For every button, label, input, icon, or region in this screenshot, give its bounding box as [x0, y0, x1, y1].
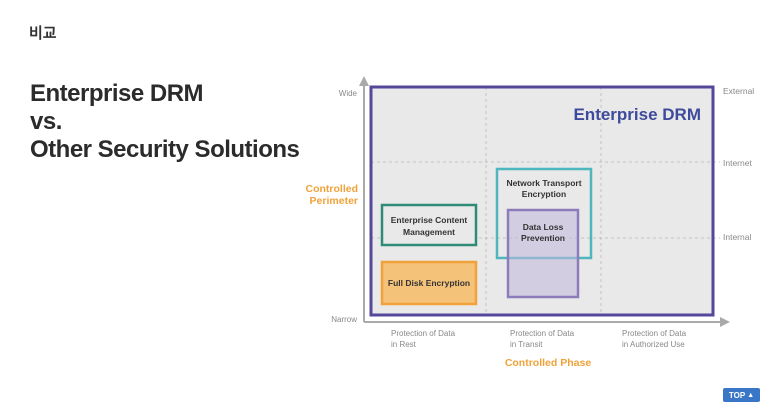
y-axis-arrow: [359, 76, 369, 86]
data-loss-prevention-label-2: Prevention: [521, 233, 565, 243]
content-management-label-1: Enterprise Content: [391, 215, 468, 225]
network-transport-label-2: Encryption: [522, 189, 566, 199]
full-disk-encryption-label: Full Disk Encryption: [388, 278, 470, 288]
y-axis-bottom-label: Narrow: [331, 315, 357, 324]
data-loss-prevention-label-1: Data Loss: [523, 222, 564, 232]
top-button-label: TOP: [728, 390, 746, 400]
title-line-3: Other Security Solutions: [30, 136, 300, 163]
right-label-internet: Internet: [723, 158, 752, 168]
y-axis-title-1: Controlled: [306, 183, 359, 195]
x-tick-rest-1: Protection of Data: [391, 329, 456, 338]
page-title: Enterprise DRM vs. Other Security Soluti…: [30, 80, 320, 164]
y-axis-top-label: Wide: [339, 89, 358, 98]
x-tick-transit-2: in Transit: [510, 340, 543, 349]
section-label: 비교: [29, 24, 57, 42]
enterprise-drm-title: Enterprise DRM: [573, 105, 701, 124]
x-tick-rest-2: in Rest: [391, 340, 417, 349]
axes: [359, 76, 730, 327]
full-disk-encryption-box: [380, 260, 478, 306]
title-line-2: vs.: [30, 108, 62, 135]
network-transport-label-1: Network Transport: [506, 178, 581, 188]
x-tick-transit-1: Protection of Data: [510, 329, 575, 338]
right-label-external: External: [723, 86, 754, 96]
enterprise-drm-frame: [369, 85, 715, 317]
content-management-box: [380, 203, 478, 247]
comparison-diagram: Enterprise DRM Enterprise Content Manage…: [306, 76, 754, 369]
right-label-internal: Internal: [723, 232, 751, 242]
y-axis-title-2: Perimeter: [310, 195, 358, 207]
chevron-up-icon: ▲: [747, 391, 755, 399]
title-line-1: Enterprise DRM: [30, 80, 204, 107]
content-management-label-2: Management: [403, 227, 455, 237]
data-loss-prevention-box: [506, 208, 580, 299]
x-axis-title: Controlled Phase: [505, 357, 592, 369]
scroll-to-top-button[interactable]: TOP ▲: [723, 388, 760, 402]
x-tick-use-1: Protection of Data: [622, 329, 687, 338]
x-axis-arrow: [720, 317, 730, 327]
x-tick-use-2: in Authorized Use: [622, 340, 685, 349]
